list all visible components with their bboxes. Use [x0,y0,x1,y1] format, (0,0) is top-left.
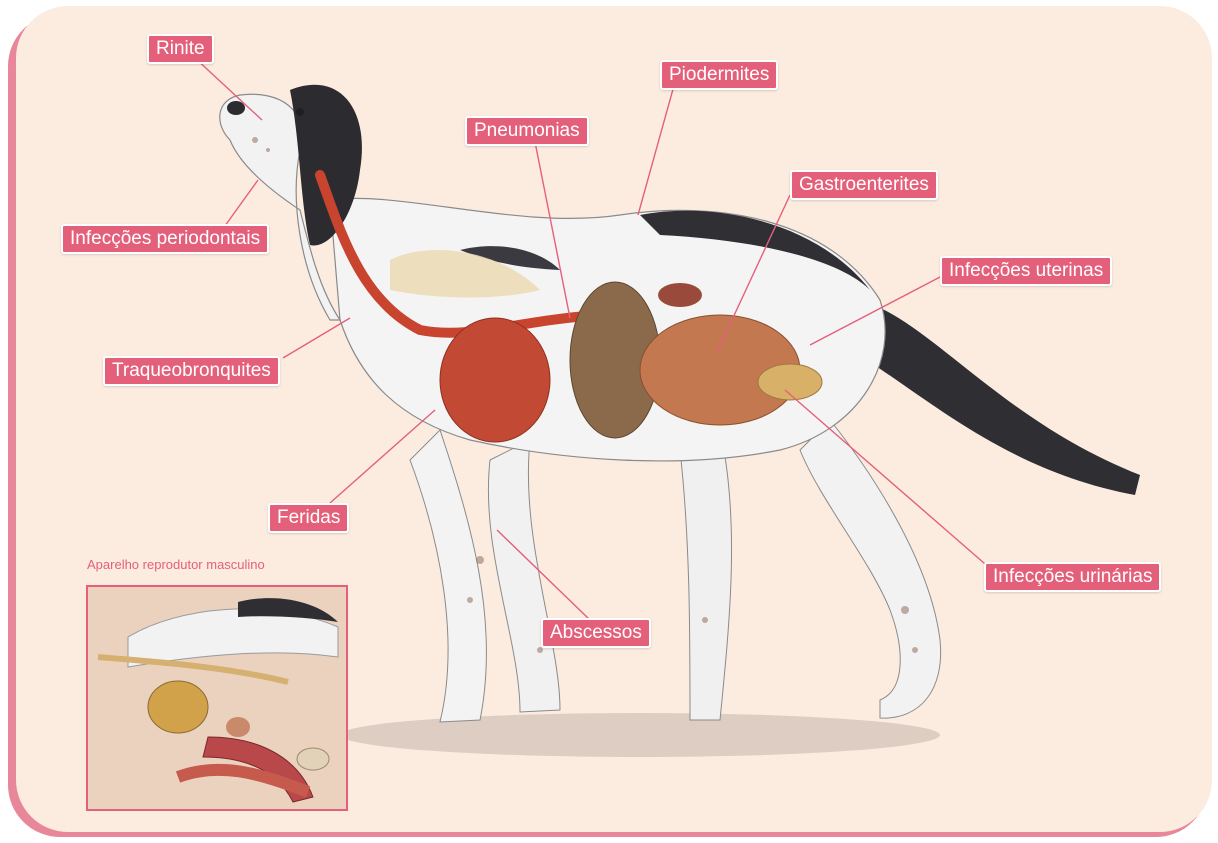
label-infeccoes-periodontais: Infecções periodontais [61,224,269,254]
label-infeccoes-urinarias: Infecções urinárias [984,562,1161,592]
male-reproductive-drawing [88,587,346,809]
label-pneumonias: Pneumonias [465,116,589,146]
inset-title: Aparelho reprodutor masculino [87,557,265,572]
label-abscessos: Abscessos [541,618,651,648]
label-rinite: Rinite [147,34,214,64]
label-traqueobronquites: Traqueobronquites [103,356,280,386]
label-piodermites: Piodermites [660,60,778,90]
inset-male-reproductive-illustration [86,585,348,811]
label-infeccoes-uterinas: Infecções uterinas [940,256,1112,286]
label-gastroenterites: Gastroenterites [790,170,938,200]
label-feridas: Feridas [268,503,349,533]
